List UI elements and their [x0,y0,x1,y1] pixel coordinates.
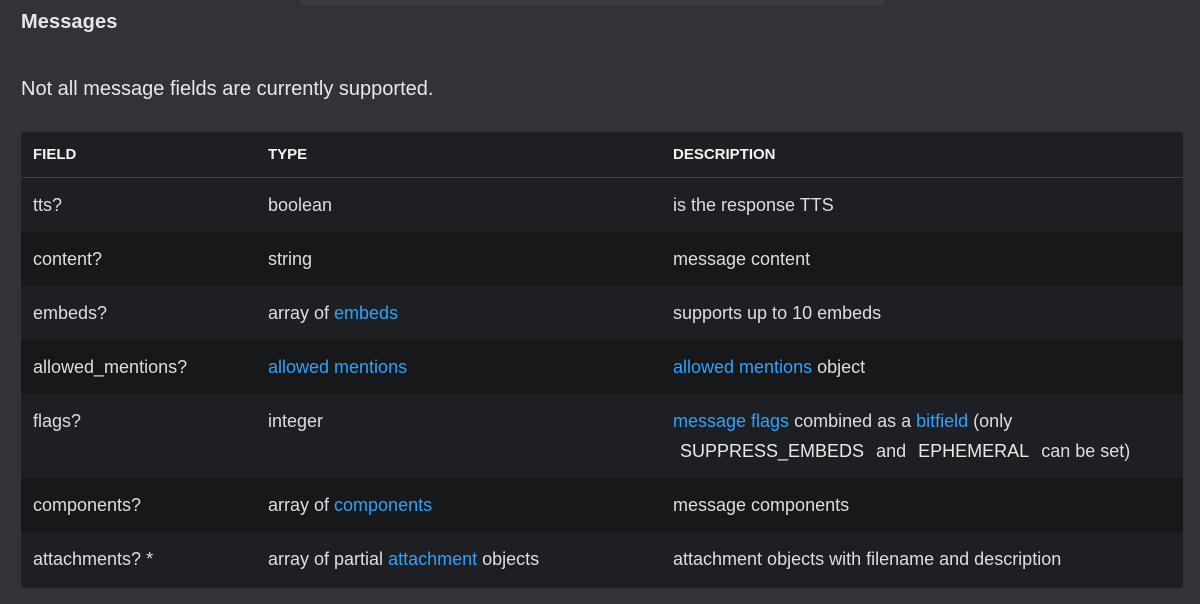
description-cell: is the response TTS [661,177,1183,232]
table-row: embeds? array of embeds supports up to 1… [21,286,1183,340]
description-cell: allowed mentions object [661,340,1183,394]
description-text: message components [673,495,850,515]
field-cell: tts? [21,177,256,232]
ephemeral-code: EPHEMERAL [918,441,1030,461]
type-text: integer [268,411,324,431]
description-text: object [812,357,866,377]
description-text: (only [968,411,1013,431]
description-cell: message components [661,478,1183,532]
description-cell: supports up to 10 embeds [661,286,1183,340]
field-cell: content? [21,232,256,286]
description-text: combined as a [789,411,917,431]
bitfield-link[interactable]: bitfield [916,411,969,431]
table-row: flags? integer message flags combined as… [21,394,1183,478]
type-text: array of partial [268,549,389,569]
message-flags-link[interactable]: message flags [673,411,790,431]
table-row: content? string message content [21,232,1183,286]
type-text: array of [268,495,335,515]
type-cell: array of embeds [256,286,661,340]
embeds-link[interactable]: embeds [334,303,399,323]
top-bar-edge [300,0,885,5]
description-text: message content [673,249,811,269]
type-cell: array of partial attachment objects [256,532,661,586]
table-row: tts? boolean is the response TTS [21,177,1183,232]
type-cell: boolean [256,177,661,232]
allowed-mentions-description-link[interactable]: allowed mentions [673,357,813,377]
description-text: supports up to 10 embeds [673,303,882,323]
section-title: Messages [21,11,118,33]
table-row: allowed_mentions? allowed mentions allow… [21,340,1183,394]
description-cell: message content [661,232,1183,286]
field-cell: attachments? * [21,532,256,586]
description-cell: attachment objects with filename and des… [661,532,1183,586]
type-text: boolean [268,195,333,215]
header-type: TYPE [256,132,661,178]
type-text: objects [477,549,540,569]
description-text: and [876,441,907,461]
table-row: components? array of components message … [21,478,1183,532]
field-cell: embeds? [21,286,256,340]
description-text: attachment objects with filename and des… [673,549,1062,569]
type-text: string [268,249,313,269]
field-cell: allowed_mentions? [21,340,256,394]
field-cell: components? [21,478,256,532]
allowed-mentions-link[interactable]: allowed mentions [268,357,408,377]
type-cell: string [256,232,661,286]
type-cell: allowed mentions [256,340,661,394]
header-description: DESCRIPTION [661,132,1183,178]
type-text: array of [268,303,335,323]
header-field: FIELD [21,132,256,178]
description-text: can be set) [1041,441,1131,461]
table-row: attachments? * array of partial attachme… [21,532,1183,586]
description-text: is the response TTS [673,195,834,215]
description-cell: message flags combined as a bitfield (on… [661,394,1183,478]
type-cell: integer [256,394,661,478]
field-cell: flags? [21,394,256,478]
table-header-row: FIELD TYPE DESCRIPTION [21,132,1183,178]
suppress-embeds-code: SUPPRESS_EMBEDS [680,441,865,461]
support-notice: Not all message fields are currently sup… [21,78,434,100]
message-fields-table: FIELD TYPE DESCRIPTION tts? boolean is t… [21,132,1183,588]
attachment-link[interactable]: attachment [388,549,478,569]
components-link[interactable]: components [334,495,433,515]
type-cell: array of components [256,478,661,532]
